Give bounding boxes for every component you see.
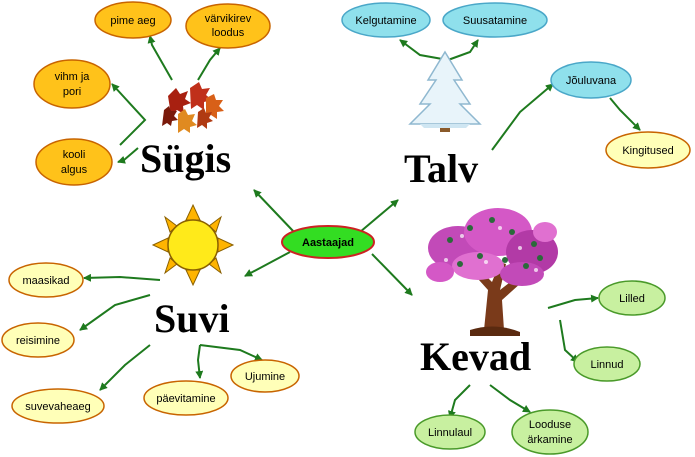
arrow-suvi-paev <box>195 344 204 379</box>
arrow-tree-kelg <box>399 39 449 61</box>
svg-text:vihm ja: vihm ja <box>55 71 91 83</box>
arrow-center-talv <box>359 199 399 233</box>
svg-text:ärkamine: ärkamine <box>527 434 572 446</box>
node-vihm[interactable]: vihm ja pori <box>33 59 111 109</box>
svg-text:Kingitused: Kingitused <box>622 145 673 157</box>
svg-text:päevitamine: päevitamine <box>156 393 215 405</box>
arrow-kevad-linnulaul <box>448 384 471 419</box>
node-jouluvana[interactable]: Jõuluvana <box>550 61 632 99</box>
node-kingitused[interactable]: Kingitused <box>605 131 691 169</box>
node-suusatamine[interactable]: Suusatamine <box>442 2 548 38</box>
arrow-leaves-varvi <box>197 47 221 81</box>
arrow-suvi-maasikad <box>83 273 161 282</box>
svg-text:suvevaheaeg: suvevaheaeg <box>25 401 90 413</box>
node-suvevaheaeg[interactable]: suvevaheaeg <box>11 388 105 424</box>
arrow-tree-linnud <box>559 319 579 363</box>
node-paevitamine[interactable]: päevitamine <box>143 380 229 416</box>
season-talv: Talv <box>404 146 478 191</box>
node-ujumine[interactable]: Ujumine <box>230 359 300 393</box>
svg-text:värvikirev: värvikirev <box>205 13 252 25</box>
svg-text:Jõuluvana: Jõuluvana <box>566 75 617 87</box>
svg-text:kooli: kooli <box>63 149 86 161</box>
node-linnulaul[interactable]: Linnulaul <box>414 414 486 450</box>
node-maasikad[interactable]: maasikad <box>8 262 84 298</box>
node-kooli[interactable]: kooli algus <box>35 138 113 186</box>
arrow-tree-lilled <box>547 294 599 309</box>
svg-text:loodus: loodus <box>212 27 245 39</box>
arrow-suvi-vahe <box>99 344 151 391</box>
arrow-joulu-king <box>609 97 641 131</box>
svg-text:pime aeg: pime aeg <box>110 15 155 27</box>
blossom-tree-icon <box>426 208 558 336</box>
svg-text:Linnulaul: Linnulaul <box>428 427 472 439</box>
season-suvi: Suvi <box>154 296 230 341</box>
arrow-suvi-uju <box>199 344 263 361</box>
arrow-kevad-looduse <box>489 384 531 413</box>
node-looduse[interactable]: Looduse ärkamine <box>511 409 589 455</box>
autumn-leaves-icon <box>162 82 224 133</box>
arrow-suvi-reis <box>79 294 151 331</box>
arrow-center-kevad <box>371 253 413 296</box>
svg-text:algus: algus <box>61 164 88 176</box>
arrow-sugis-vihm <box>111 83 147 146</box>
svg-text:Looduse: Looduse <box>529 419 571 431</box>
arrow-center-sugis <box>253 189 295 233</box>
svg-text:maasikad: maasikad <box>22 275 69 287</box>
connectors <box>79 35 641 419</box>
sun-icon <box>151 203 235 287</box>
snowy-tree-icon <box>408 50 482 132</box>
svg-text:Suusatamine: Suusatamine <box>463 15 527 27</box>
center-label: Aastaajad <box>302 237 354 249</box>
arrow-leaves-pime <box>147 35 173 81</box>
arrow-center-suvi <box>244 251 291 277</box>
node-linnud[interactable]: Linnud <box>573 346 641 382</box>
node-pime-aeg[interactable]: pime aeg <box>94 1 172 39</box>
season-kevad: Kevad <box>420 334 531 379</box>
arrow-sugis-kooli <box>117 147 139 164</box>
svg-text:Lilled: Lilled <box>619 293 645 305</box>
svg-text:pori: pori <box>63 86 81 98</box>
node-kelgutamine[interactable]: Kelgutamine <box>341 2 431 38</box>
arrow-talv-joulu <box>491 83 554 151</box>
svg-text:reisimine: reisimine <box>16 335 60 347</box>
svg-text:Linnud: Linnud <box>590 359 623 371</box>
svg-text:Ujumine: Ujumine <box>245 371 285 383</box>
node-varvikirev[interactable]: värvikirev loodus <box>185 3 271 49</box>
center-node[interactable]: Aastaajad <box>281 225 375 259</box>
season-sugis: Sügis <box>140 136 231 181</box>
node-reisimine[interactable]: reisimine <box>1 322 75 358</box>
svg-text:Kelgutamine: Kelgutamine <box>355 15 416 27</box>
node-lilled[interactable]: Lilled <box>598 280 666 316</box>
arrow-tree-suus <box>447 39 479 61</box>
